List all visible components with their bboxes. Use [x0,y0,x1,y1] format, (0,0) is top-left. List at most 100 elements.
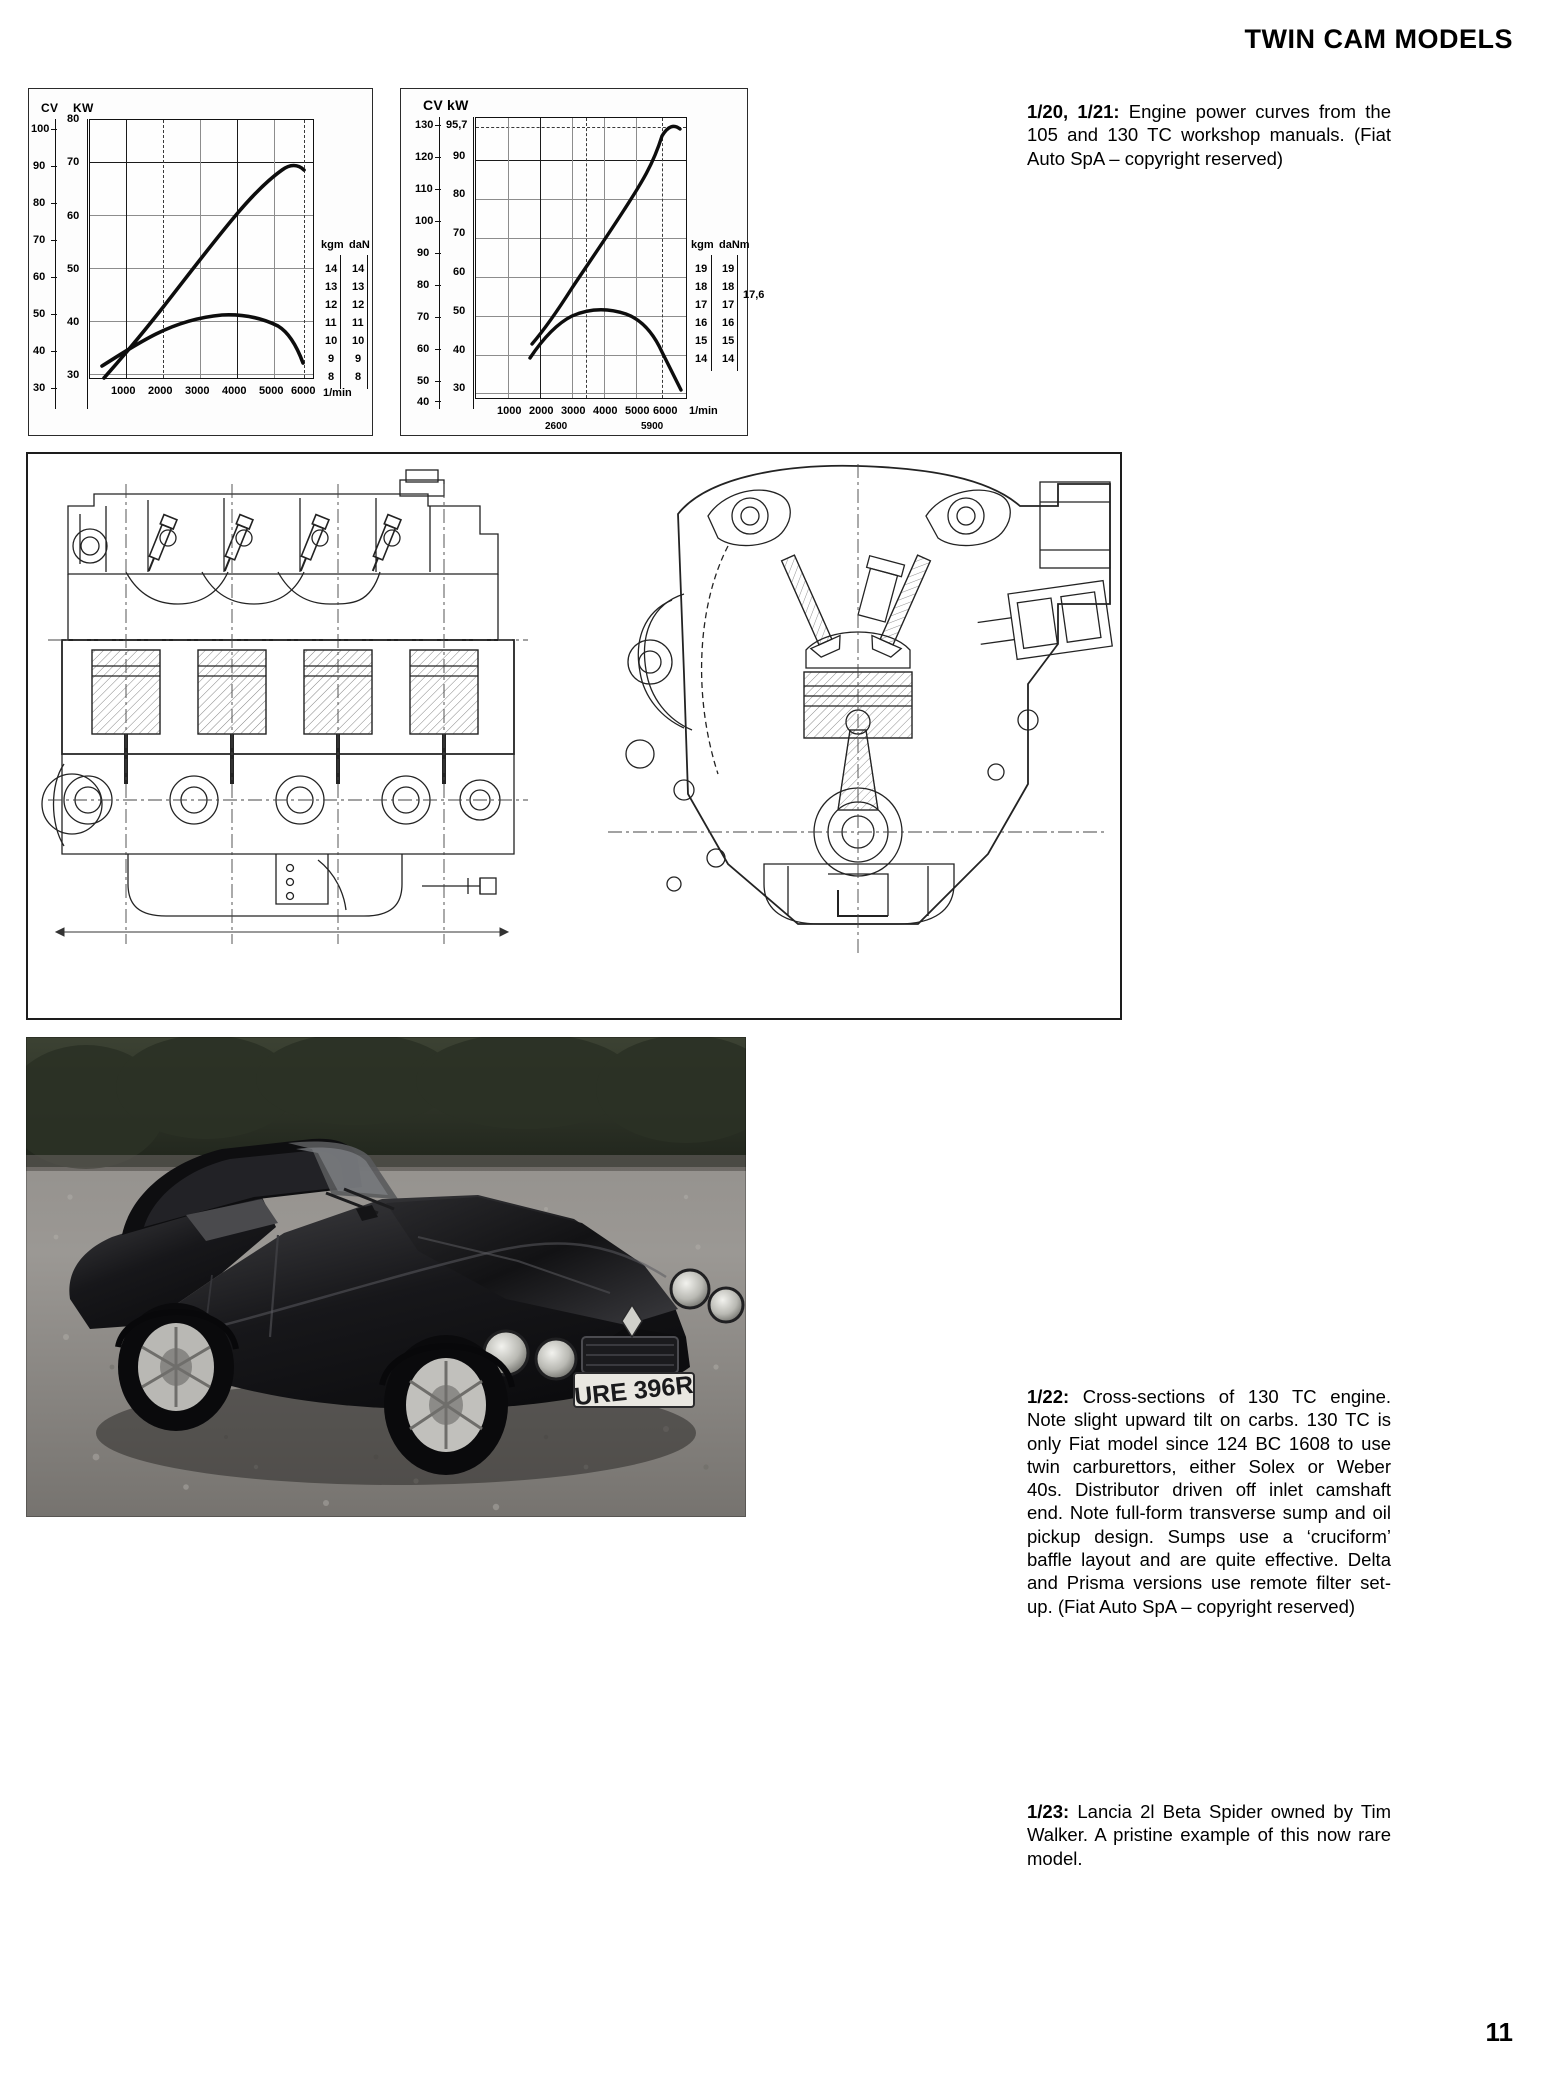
caption-1-22-text: Cross-sections of 130 TC engine. Note sl… [1027,1386,1391,1617]
chart1-dan-9: 9 [355,353,362,365]
caption-1-23-text: Lancia 2l Beta Spider owned by Tim Walke… [1027,1801,1391,1869]
chart1-dan-14: 14 [352,263,365,275]
chart-1-21-power-curve: CV kW 130 120 110 100 90 80 70 60 50 40 [400,88,764,436]
chart2-danm-17: 17 [722,299,735,311]
page-number: 11 [1485,2017,1514,2047]
chart1-kw-tick-80: 80 [67,113,80,125]
chart1-cv-axis-spine [55,119,56,409]
chart1-dan-10: 10 [352,335,365,347]
chart1-cv-tick-50: 50 [33,308,46,320]
chart2-x-tick-5000: 5000 [625,405,650,417]
chart1-x-tick-2000: 2000 [148,385,173,397]
chart2-torque-unit-danm: daNm [719,239,750,251]
chart1-kw-tick-70: 70 [67,156,80,168]
chart1-dan-13: 13 [352,281,365,293]
chart1-kw-tick-60: 60 [67,210,80,222]
caption-1-20-1-21-text: Engine power curves from the 105 and 130… [1027,101,1391,169]
chart2-cv-tick-100: 100 [415,215,434,227]
chart2-x-axis-label: 1/min [689,405,718,417]
chart2-cv-tick-40: 40 [417,396,430,408]
chart2-danm-19: 19 [722,263,735,275]
chart2-cv-tick-80: 80 [417,279,430,291]
chart2-danm-18: 18 [722,281,735,293]
chart2-x-annotation-5900: 5900 [641,421,664,432]
chart2-cv-tick-90: 90 [417,247,430,259]
engine-technical-drawing [41,464,1113,954]
chart1-cv-tick-30: 30 [33,382,46,394]
chart2-cv-axis-spine [439,117,440,409]
chart2-danm-16: 16 [722,317,735,329]
chart1-x-tick-1000: 1000 [111,385,136,397]
chart2-kgm-18: 18 [695,281,708,293]
chart2-x-tick-1000: 1000 [497,405,522,417]
chart2-cv-tick-50: 50 [417,375,430,387]
chart1-curves [100,163,306,380]
caption-1-20-1-21: 1/20, 1/21: Engine power curves from the… [1027,100,1391,170]
caption-1-23: 1/23: Lancia 2l Beta Spider owned by Tim… [1027,1800,1391,1870]
caption-1-22-number: 1/22: [1027,1386,1070,1407]
chart1-cv-tick-90: 90 [33,160,46,172]
chart2-danm-peak: 17,6 [743,289,765,301]
car-photograph: URE 396R [26,1037,746,1517]
chart2-x-tick-6000: 6000 [653,405,678,417]
chart2-kw-tick-90: 90 [453,150,466,162]
chart1-kw-tick-30: 30 [67,369,80,381]
chart2-danm-14: 14 [722,353,735,365]
chart2-axis-unit-cv: CV [423,97,444,113]
chart1-axis-unit-kw: KW [73,101,94,115]
chart1-dan-12: 12 [352,299,365,311]
chart2-x-tick-4000: 4000 [593,405,618,417]
chart1-cv-tick-60: 60 [33,271,46,283]
chart1-dan-11: 11 [352,317,364,329]
chart2-kgm-15: 15 [695,335,708,347]
chart2-kw-tick-957: 95,7 [446,119,468,131]
chart2-kw-tick-40: 40 [453,344,466,356]
chart1-kgm-9: 9 [328,353,335,365]
chart1-kgm-13: 13 [325,281,338,293]
chart1-plot-area [89,119,314,380]
chart2-axis-unit-kw: kW [447,97,469,113]
chart1-dan-8: 8 [355,371,362,383]
chart1-kw-axis-spine [87,119,88,409]
chart2-cv-tick-130: 130 [415,119,434,131]
chart1-x-tick-3000: 3000 [185,385,210,397]
chart1-x-tick-4000: 4000 [222,385,247,397]
chart1-x-tick-6000: 6000 [291,385,316,397]
chart1-cv-tick-80: 80 [33,197,46,209]
caption-1-20-1-21-number: 1/20, 1/21: [1027,101,1120,122]
page-title: TWIN CAM MODELS [1244,24,1513,54]
chart2-kgm-14: 14 [695,353,708,365]
chart1-cv-tick-40: 40 [33,345,46,357]
chart1-cv-tick-100: 100 [31,123,50,135]
chart1-kgm-14: 14 [325,263,338,275]
chart1-kgm-12: 12 [325,299,338,311]
chart2-kgm-19: 19 [695,263,708,275]
caption-1-22: 1/22: Cross-sections of 130 TC engine. N… [1027,1385,1391,1618]
chart2-danm-15: 15 [722,335,735,347]
chart2-plot-area [475,117,687,399]
chart2-kw-tick-70: 70 [453,227,466,239]
chart-1-20-power-curve: CV KW 100 90 80 70 60 50 40 30 80 70 60 [28,88,373,436]
chart2-cv-tick-110: 110 [415,183,433,195]
chart2-kgm-17: 17 [695,299,708,311]
chart2-kgm-16: 16 [695,317,708,329]
chart2-x-tick-3000: 3000 [561,405,586,417]
chart2-kw-tick-60: 60 [453,266,466,278]
chart1-x-axis-label: 1/min [323,387,352,399]
lancia-beta-spider-photo: URE 396R [26,1037,746,1517]
number-plate-group: URE 396R [573,1371,695,1411]
chart2-cv-tick-60: 60 [417,343,430,355]
chart2-cv-tick-120: 120 [415,151,434,163]
caption-1-23-number: 1/23: [1027,1801,1070,1822]
chart1-kgm-11: 11 [325,317,337,329]
chart2-x-annotation-2600: 2600 [545,421,568,432]
chart2-cv-tick-70: 70 [417,311,430,323]
chart1-cv-tick-70: 70 [33,234,46,246]
chart1-kgm-8: 8 [328,371,335,383]
chart2-x-tick-2000: 2000 [529,405,554,417]
chart1-kw-tick-50: 50 [67,263,80,275]
chart2-kw-tick-50: 50 [453,305,466,317]
chart2-torque-unit-kgm: kgm [691,239,714,251]
chart2-kw-tick-80: 80 [453,188,466,200]
